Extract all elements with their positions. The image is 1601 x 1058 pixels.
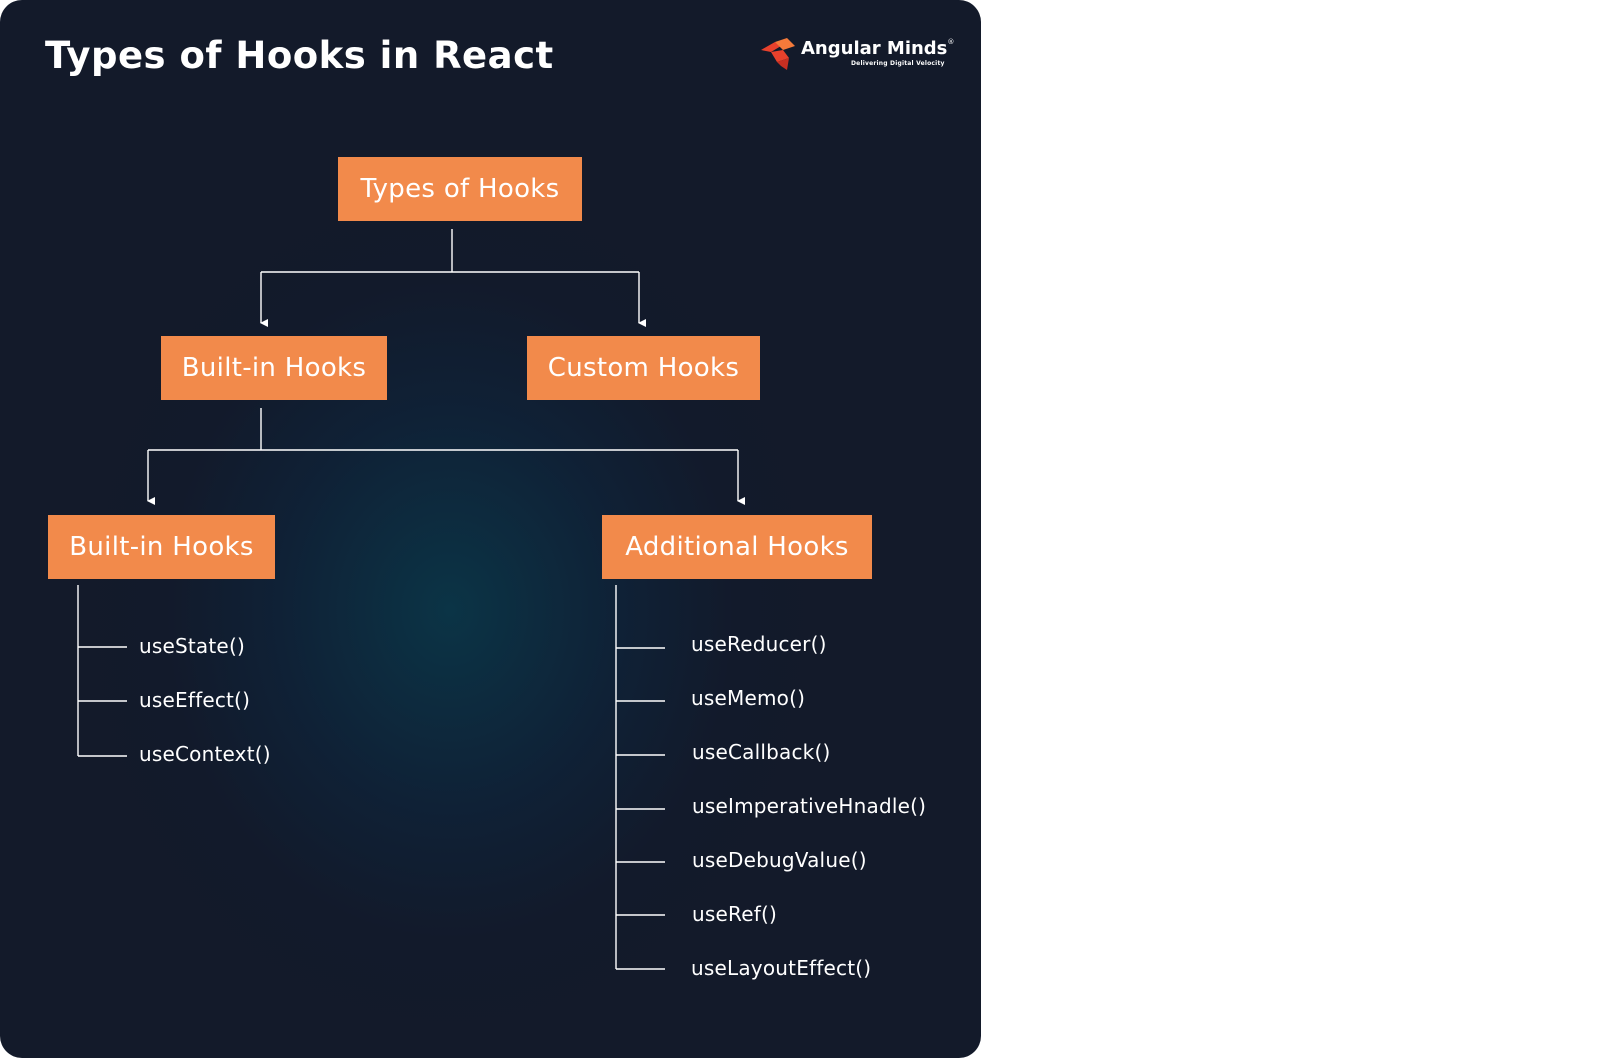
list-item-use-callback: useCallback() xyxy=(692,740,831,764)
list-item-use-debug-value: useDebugValue() xyxy=(692,848,867,872)
page-title: Types of Hooks in React xyxy=(45,34,554,77)
list-item-use-memo: useMemo() xyxy=(691,686,806,710)
brand-name: Angular Minds® xyxy=(801,38,955,59)
list-item-use-state: useState() xyxy=(139,634,245,658)
list-item-use-context: useContext() xyxy=(139,742,271,766)
list-item-use-ref: useRef() xyxy=(692,902,777,926)
node-types-of-hooks: Types of Hooks xyxy=(338,157,582,221)
list-item-use-effect: useEffect() xyxy=(139,688,251,712)
brand-tagline: Delivering Digital Velocity xyxy=(851,60,945,67)
list-item-use-reducer: useReducer() xyxy=(691,632,827,656)
infographic-card: Types of Hooks in React Angular Minds® D… xyxy=(0,0,981,1058)
brand-logo: Angular Minds® Delivering Digital Veloci… xyxy=(759,36,954,72)
angular-minds-logo-icon xyxy=(761,38,795,70)
diagram-connectors xyxy=(147,319,745,505)
node-custom-hooks: Custom Hooks xyxy=(527,336,760,400)
node-additional-hooks: Additional Hooks xyxy=(602,515,872,579)
node-built-in-hooks: Built-in Hooks xyxy=(161,336,387,400)
list-item-use-imperative-handle: useImperativeHnadle() xyxy=(692,794,927,818)
node-built-in-hooks-sub: Built-in Hooks xyxy=(48,515,275,579)
list-item-use-layout-effect: useLayoutEffect() xyxy=(691,956,872,980)
